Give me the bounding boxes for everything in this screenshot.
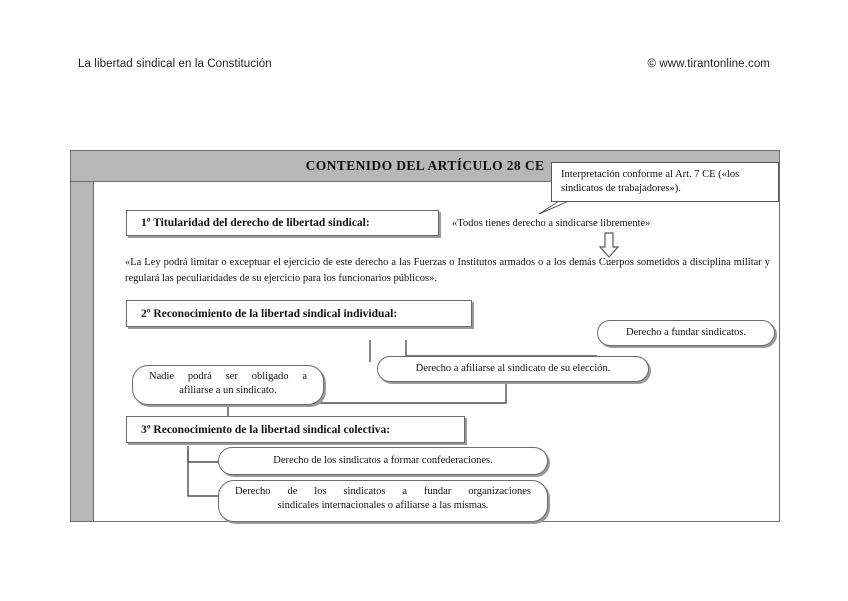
node-nadie-obligado-line1: Nadie podrá ser obligado a bbox=[149, 371, 307, 382]
down-arrow-icon bbox=[598, 232, 620, 258]
node-organizaciones-line1: Derecho de los sindicatos a fundar organ… bbox=[235, 486, 531, 497]
running-head-left-title: La libertad sindical en la Constitución bbox=[78, 58, 272, 70]
node-nadie-obligado[interactable]: Nadie podrá ser obligado a afiliarse a u… bbox=[132, 365, 324, 405]
callout-tail-icon bbox=[538, 200, 571, 215]
section-header-3-label: 3º Reconocimiento de la libertad sindica… bbox=[141, 423, 391, 436]
section-header-3[interactable]: 3º Reconocimiento de la libertad sindica… bbox=[126, 416, 465, 443]
node-afiliarse-eleccion-label: Derecho a afiliarse al sindicato de su e… bbox=[415, 362, 611, 374]
node-confederaciones[interactable]: Derecho de los sindicatos a formar confe… bbox=[218, 447, 548, 475]
callout-text: Interpretación conforme al Art. 7 CE («l… bbox=[561, 169, 740, 195]
diagram-title: CONTENIDO DEL ARTÍCULO 28 CE bbox=[305, 158, 545, 173]
diagram-left-gray-band bbox=[70, 182, 94, 522]
node-nadie-obligado-line2: afiliarse a un sindicato. bbox=[179, 385, 277, 397]
section-header-2-label: 2º Reconocimiento de la libertad sindica… bbox=[141, 307, 398, 320]
running-head-copyright: © www.tirantonline.com bbox=[647, 58, 770, 70]
section-header-1-label: 1º Titularidad del derecho de libertad s… bbox=[141, 217, 370, 229]
node-fundar-sindicatos[interactable]: Derecho a fundar sindicatos. bbox=[597, 320, 775, 346]
node-organizaciones-internacionales[interactable]: Derecho de los sindicatos a fundar organ… bbox=[218, 480, 548, 522]
paragraph-ley-podra-limitar: «La Ley podrá limitar o exceptuar el eje… bbox=[125, 257, 770, 284]
section-header-2[interactable]: 2º Reconocimiento de la libertad sindica… bbox=[126, 300, 472, 327]
node-afiliarse-eleccion[interactable]: Derecho a afiliarse al sindicato de su e… bbox=[377, 356, 649, 382]
callout-interpretation: Interpretación conforme al Art. 7 CE («l… bbox=[551, 162, 779, 203]
node-organizaciones-line2: sindicales internacionales o afiliarse a… bbox=[277, 500, 489, 512]
section-header-1[interactable]: 1º Titularidad del derecho de libertad s… bbox=[126, 210, 439, 236]
article-28-diagram: CONTENIDO DEL ARTÍCULO 28 CE Inte bbox=[70, 150, 780, 522]
quote-todos-derecho: «Todos tienes derecho a sindicarse libre… bbox=[452, 218, 651, 229]
node-confederaciones-label: Derecho de los sindicatos a formar confe… bbox=[273, 454, 493, 466]
page-running-head: La libertad sindical en la Constitución … bbox=[78, 58, 770, 76]
node-fundar-sindicatos-label: Derecho a fundar sindicatos. bbox=[625, 326, 747, 338]
